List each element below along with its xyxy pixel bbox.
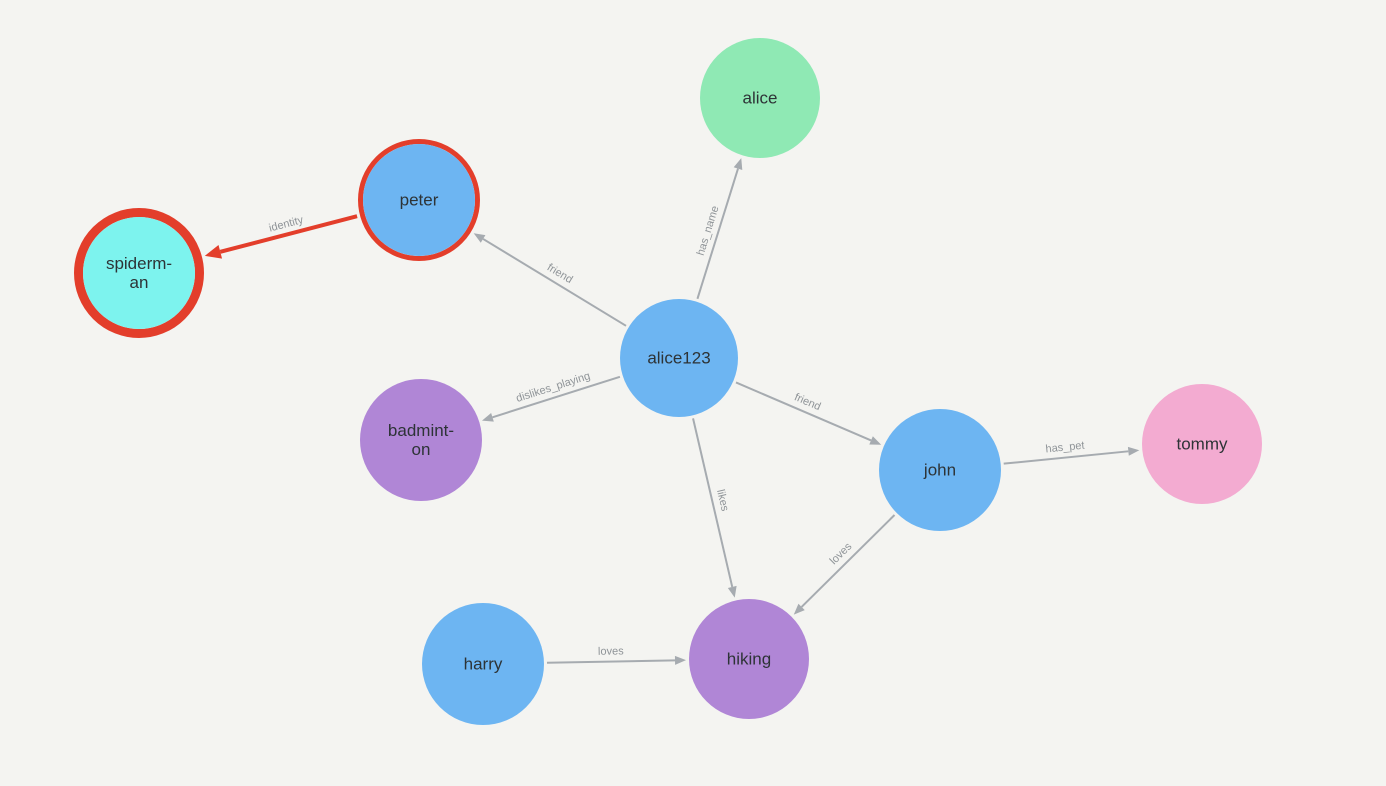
edge-alice123-hiking[interactable]: likes <box>692 418 737 598</box>
relationship-arrowhead <box>674 655 687 665</box>
relationship-arrowhead <box>793 603 805 615</box>
node-badminton[interactable]: badmint-on <box>360 379 482 501</box>
relationship-arrowhead <box>869 436 882 445</box>
edge-alice123-alice[interactable]: has_name <box>693 158 743 300</box>
node-label: john <box>923 461 956 480</box>
node-circle <box>422 603 544 725</box>
edge-harry-hiking[interactable]: loves <box>546 643 687 665</box>
selection-ring <box>74 208 204 338</box>
node-peter[interactable]: peter <box>358 139 480 261</box>
selection-ring <box>358 139 480 261</box>
relationship-line <box>1003 450 1129 465</box>
relationship-label[interactable]: likes <box>712 486 733 515</box>
relationship-line <box>546 659 676 664</box>
node-label: spiderm-an <box>106 254 172 292</box>
node-label: hiking <box>727 650 771 669</box>
relationship-arrowhead <box>1127 446 1140 456</box>
relationship-label[interactable]: friend <box>790 389 824 415</box>
relationship-label[interactable]: has_name <box>693 202 724 259</box>
node-circle <box>360 379 482 501</box>
edge-alice123-peter[interactable]: friend <box>473 233 627 327</box>
node-circle <box>1142 384 1262 504</box>
relationship-line <box>692 418 734 588</box>
edge-john-hiking[interactable]: loves <box>793 514 896 615</box>
node-alice[interactable]: alice <box>700 38 820 158</box>
relationship-line <box>800 514 896 608</box>
relationship-arrowhead <box>727 585 737 598</box>
relationship-line <box>482 238 627 327</box>
relationship-line <box>492 375 621 419</box>
relationship-arrowhead <box>733 158 743 170</box>
relationship-arrowhead <box>473 233 486 243</box>
edge-alice123-john[interactable]: friend <box>735 381 882 445</box>
node-circle <box>689 599 809 719</box>
edge-alice123-badminton[interactable]: dislikes_playing <box>481 368 621 422</box>
relationship-arrowhead <box>481 412 494 422</box>
node-tommy[interactable]: tommy <box>1142 384 1262 504</box>
relationship-label[interactable]: dislikes_playing <box>513 368 594 407</box>
node-label: tommy <box>1177 435 1229 454</box>
edge-john-tommy[interactable]: has_pet <box>1003 438 1140 465</box>
node-circle <box>83 217 195 329</box>
relationship-line <box>735 381 872 442</box>
edge-peter-spiderman[interactable]: identity <box>204 212 358 259</box>
relationship-arrowhead <box>204 245 223 259</box>
relationship-label[interactable]: loves <box>596 643 626 659</box>
node-circle <box>879 409 1001 531</box>
node-spiderman[interactable]: spiderm-an <box>74 208 204 338</box>
relationship-label[interactable]: friend <box>543 260 577 289</box>
node-john[interactable]: john <box>879 409 1001 531</box>
relationship-label[interactable]: loves <box>826 538 857 569</box>
relationship-line <box>696 168 739 300</box>
node-circle <box>363 144 475 256</box>
relationship-label[interactable]: has_pet <box>1043 438 1087 458</box>
node-label: peter <box>400 191 439 210</box>
node-circle <box>620 299 738 417</box>
node-hiking[interactable]: hiking <box>689 599 809 719</box>
node-label: harry <box>464 655 503 674</box>
node-label: alice123 <box>647 349 710 368</box>
node-circle <box>700 38 820 158</box>
node-label: badmint-on <box>388 421 454 459</box>
node-harry[interactable]: harry <box>422 603 544 725</box>
relationship-line <box>219 214 358 254</box>
node-alice123[interactable]: alice123 <box>620 299 738 417</box>
node-label: alice <box>743 89 778 108</box>
nodes-layer: alice peter spiderm-an alice123 badmint-on jo… <box>74 38 1262 725</box>
